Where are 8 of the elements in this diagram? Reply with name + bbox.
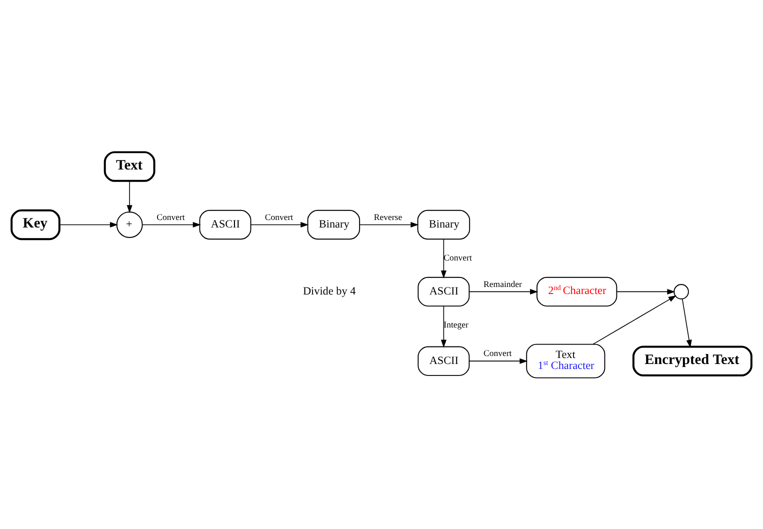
edge-label: Convert bbox=[156, 211, 185, 222]
edge-label: Convert bbox=[264, 211, 294, 222]
edge-label: Integer bbox=[444, 318, 468, 329]
edge-label: Remainder bbox=[484, 278, 522, 288]
edge-label: Convert bbox=[484, 348, 512, 358]
edge-label: Convert bbox=[444, 252, 472, 262]
label: Divide by 4 bbox=[302, 285, 356, 298]
edge-label: Reverse bbox=[374, 211, 402, 222]
